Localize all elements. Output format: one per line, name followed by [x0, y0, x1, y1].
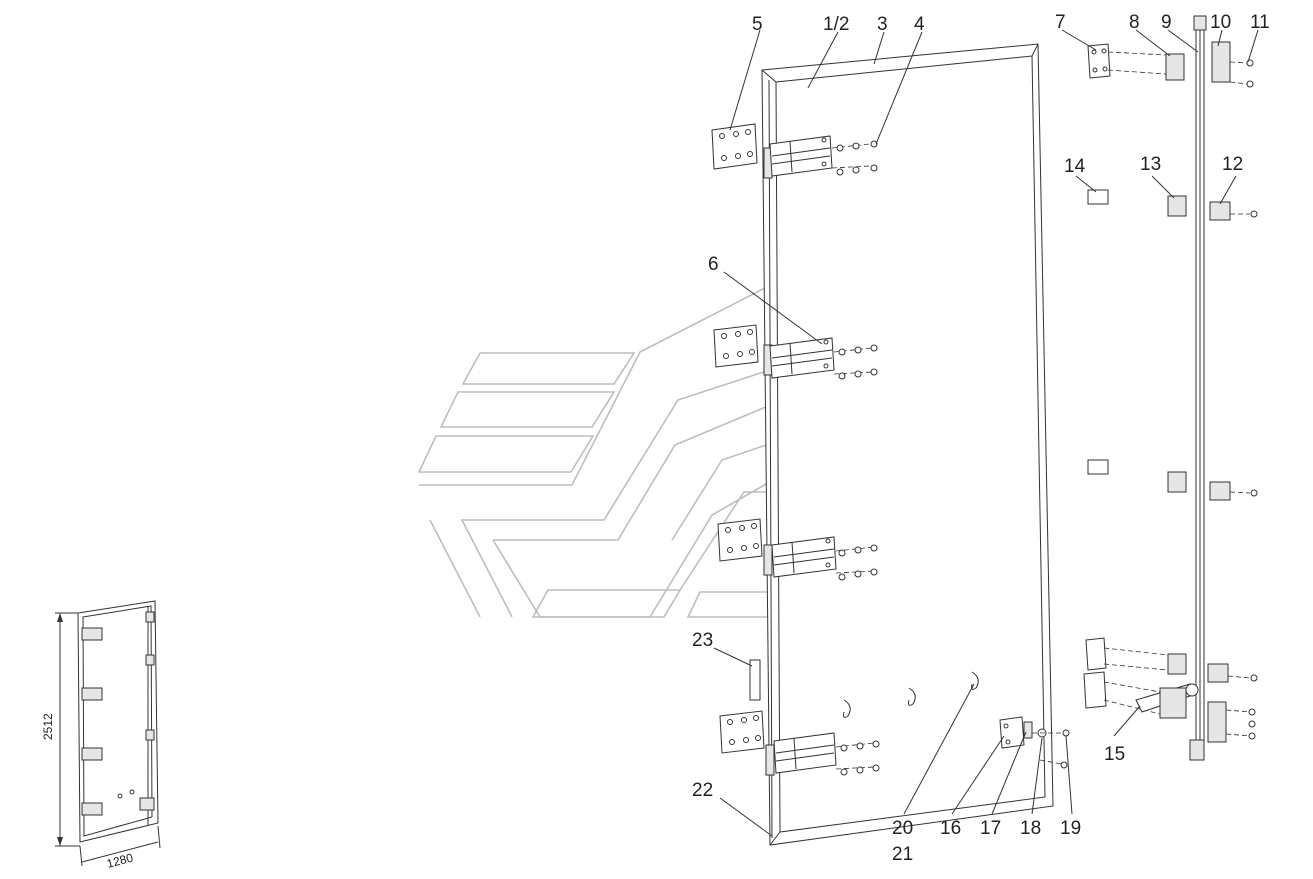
- hinge-group-2: [713, 324, 878, 380]
- part-23-bracket: [749, 659, 761, 701]
- callout-1-2: 1/2: [823, 14, 849, 35]
- dimension-height-label: 2512: [41, 713, 55, 740]
- callout-21: 21: [892, 844, 913, 865]
- callout-20: 20: [892, 818, 913, 839]
- hinge-group-1: [711, 123, 878, 177]
- dimension-width-label: 1280: [105, 850, 135, 871]
- callout-3: 3: [877, 14, 888, 35]
- callout-14: 14: [1064, 156, 1086, 177]
- callout-18: 18: [1020, 818, 1041, 839]
- callout-5: 5: [752, 14, 763, 35]
- callout-8: 8: [1129, 12, 1140, 33]
- callout-19: 19: [1060, 818, 1081, 839]
- callout-10: 10: [1210, 12, 1231, 33]
- callout-7: 7: [1055, 12, 1066, 33]
- door-panel: [761, 43, 1054, 846]
- callout-15: 15: [1104, 744, 1125, 765]
- callout-12: 12: [1222, 154, 1243, 175]
- callout-6: 6: [708, 254, 719, 275]
- callout-4: 4: [914, 14, 925, 35]
- locking-rod-assembly: [1083, 15, 1258, 761]
- callout-11: 11: [1250, 12, 1270, 33]
- callout-16: 16: [940, 818, 961, 839]
- callout-22: 22: [692, 780, 713, 801]
- callout-9: 9: [1161, 12, 1172, 33]
- leader-lines: [713, 29, 1259, 837]
- callout-13: 13: [1140, 154, 1161, 175]
- hinge-group-4: [719, 710, 880, 776]
- latch-assembly: [999, 716, 1070, 769]
- reference-view: [55, 600, 161, 867]
- hinge-group-3: [717, 518, 878, 581]
- callout-17: 17: [980, 818, 1001, 839]
- callout-23: 23: [692, 630, 713, 651]
